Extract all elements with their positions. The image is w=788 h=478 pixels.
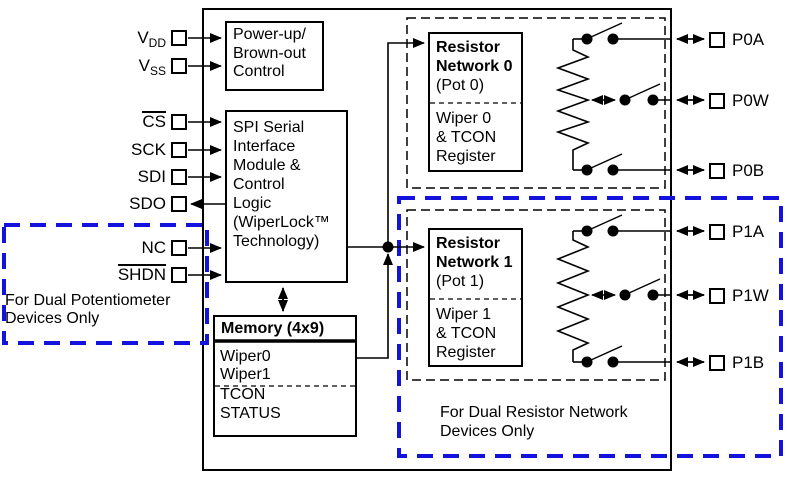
pin-label-sdi: SDI: [137, 167, 166, 186]
pin-p0w: [709, 93, 725, 109]
pin-sck: [171, 142, 187, 158]
note-dual-resistor-network: For Dual Resistor Network Devices Only: [440, 404, 628, 440]
pin-label-p0a: P0A: [732, 30, 765, 49]
rn1-pot-label: (Pot 1): [436, 273, 485, 290]
pin-label-cs: CS: [142, 111, 166, 131]
note-dual-potentiometer: For Dual Potentiometer Devices Only: [5, 292, 171, 327]
pin-label-sdo: SDO: [129, 194, 166, 213]
rn0-body: Wiper 0 & TCON Register: [436, 110, 497, 165]
memory-title: Memory (4x9): [221, 320, 325, 337]
pin-label-vdd: VDD: [137, 28, 166, 50]
power-block-text: Power-up/ Brown-out Control: [233, 26, 306, 80]
pin-label-p0w: P0W: [732, 91, 769, 110]
pin-label-sck: SCK: [131, 140, 166, 159]
power-block-box: [225, 21, 324, 91]
pin-p1w: [709, 288, 725, 304]
pin-label-vss: VSS: [138, 56, 166, 78]
pin-label-shdn: SHDN: [117, 264, 166, 284]
rn1-title: Resistor Network 1: [436, 235, 513, 271]
pin-p0a: [709, 32, 725, 48]
pin-label-p1b: P1B: [732, 353, 765, 372]
pin-label-nc: NC: [141, 238, 166, 257]
pin-p0b: [709, 163, 725, 179]
spi-block-text: SPI Serial Interface Module & Control Lo…: [233, 119, 330, 250]
memory-tcon: TCON: [220, 386, 266, 403]
pin-p1a: [709, 224, 725, 240]
memory-wiper1: Wiper1: [220, 365, 271, 383]
pin-label-p1w: P1W: [732, 286, 769, 305]
rn0-pot-label: (Pot 0): [436, 77, 485, 94]
pin-nc: [171, 240, 187, 256]
rn1-body: Wiper 1 & TCON Register: [436, 306, 497, 361]
memory-wiper0: Wiper0: [220, 348, 271, 365]
memory-wiper-registers: Wiper0 Wiper1: [220, 348, 271, 383]
memory-block-box: [213, 315, 357, 437]
pin-p1b: [709, 355, 725, 371]
spi-block-box: [225, 110, 348, 283]
pin-sdo: [171, 196, 187, 212]
pin-label-p1a: P1A: [732, 222, 765, 241]
rn0-title: Resistor Network 0: [436, 39, 513, 75]
pin-vss: [171, 58, 187, 74]
pin-shdn: [171, 267, 187, 283]
pin-vdd: [171, 30, 187, 46]
pin-label-p0b: P0B: [732, 161, 765, 180]
memory-status: STATUS: [220, 404, 281, 422]
pin-sdi: [171, 169, 187, 185]
memory-status-registers: TCON STATUS: [220, 386, 281, 423]
pin-cs: [171, 114, 187, 130]
